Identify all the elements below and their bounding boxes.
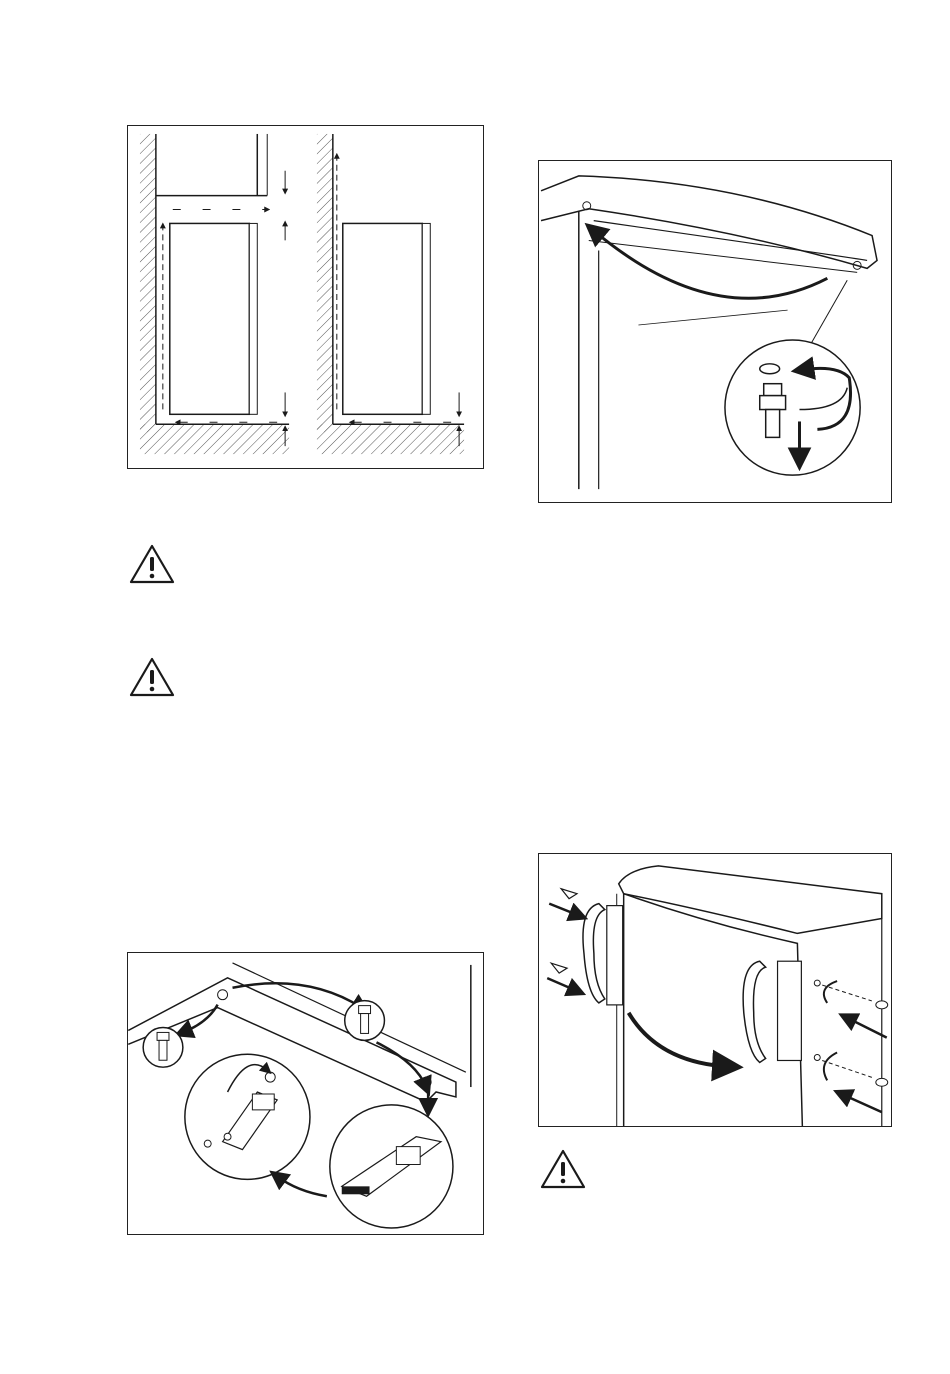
floor-hatch-left (140, 424, 289, 454)
ventilation-clearance-figure (127, 125, 484, 469)
wall-hatch-right (317, 134, 333, 432)
handle-left (583, 904, 605, 1003)
warning-triangle-icon (540, 1148, 586, 1190)
ventilation-clearance-diagram (128, 126, 483, 468)
detail-circle (725, 340, 860, 475)
fridge-top (619, 866, 882, 934)
fridge-outline (170, 223, 250, 414)
handle-reversal-figure (538, 853, 892, 1127)
wall-hatch-left (140, 134, 156, 432)
transfer-arrow (629, 1013, 728, 1067)
warning-triangle-icon (129, 543, 175, 585)
hinge-cap-figure (538, 160, 892, 503)
floor-hatch-right (317, 424, 464, 454)
door-hinge-pin-diagram (539, 161, 891, 502)
door-handle-reversal-diagram (539, 854, 891, 1126)
hinge-relocation-diagram (128, 953, 483, 1234)
hinge-relocation-figure (127, 952, 484, 1235)
handle-right (743, 961, 766, 1062)
warning-triangle-icon (129, 656, 175, 698)
fridge-outline-right (343, 223, 423, 414)
